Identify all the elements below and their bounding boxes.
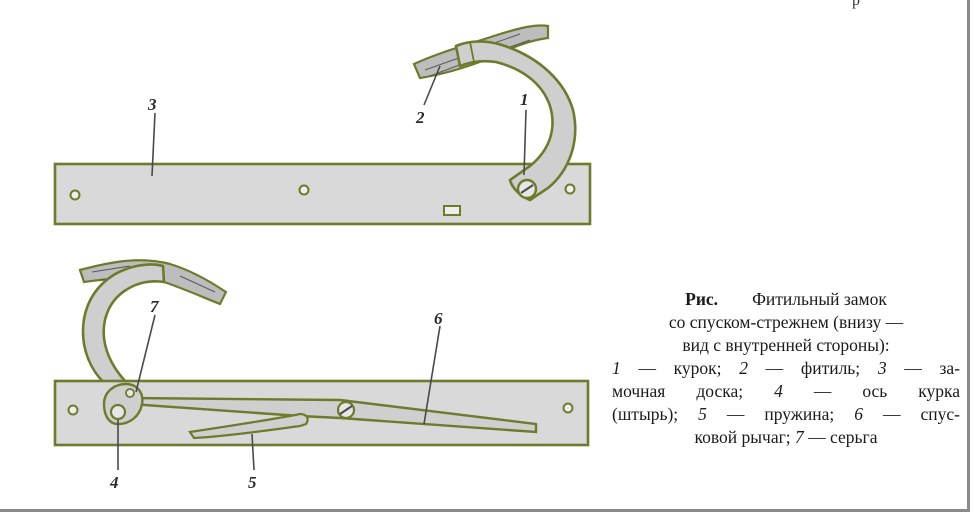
caption-title: Фитильный замок [752,289,887,309]
caption-heading-line: Рис. Фитильный замок [612,288,960,311]
trigger-lever [128,396,538,434]
caption-line-2: со спуском-стрежнем (внизу — [668,312,904,332]
top-plate-screw-left [69,189,81,201]
top-plate-slot [443,205,461,216]
label-lever: 6 [434,309,443,328]
bottom-lock-view: 7 6 4 5 [53,259,590,492]
top-plate-screw-mid [298,184,310,196]
spring [188,412,309,440]
label-wick: 2 [415,108,425,127]
top-plate-screw-right [564,183,576,195]
caption-line-3: вид с внутренней стороны): [682,335,890,355]
label-earring: 7 [150,297,160,316]
hook-axis-pin [109,403,127,421]
label-hook: 1 [520,90,529,109]
corner-mark: р [852,0,860,9]
label-spring: 5 [248,473,257,492]
bottom-plate-screw-right [562,402,574,414]
caption-head: Рис. [685,289,719,309]
caption-legend-line-2: мочная доска; 4 — ось курка [612,381,961,401]
top-lockplate [53,162,592,226]
label-axis: 4 [109,473,119,492]
figure-caption: Рис. Фитильный замок со спуском-стрежнем … [612,288,960,449]
caption-legend-line-1: 1 — курок; 2 — фитиль; 3 — за- [612,358,961,378]
caption-legend-line-3: (штырь); 5 — пружина; 6 — спус- [612,404,960,424]
label-lockplate: 3 [147,95,157,114]
bottom-plate-screw-left [67,404,79,416]
caption-legend-line-4: ковой рычаг; 7 — серьга [694,427,878,447]
top-lock-view: 3 2 1 [53,24,592,226]
bottom-lockplate [53,379,590,447]
